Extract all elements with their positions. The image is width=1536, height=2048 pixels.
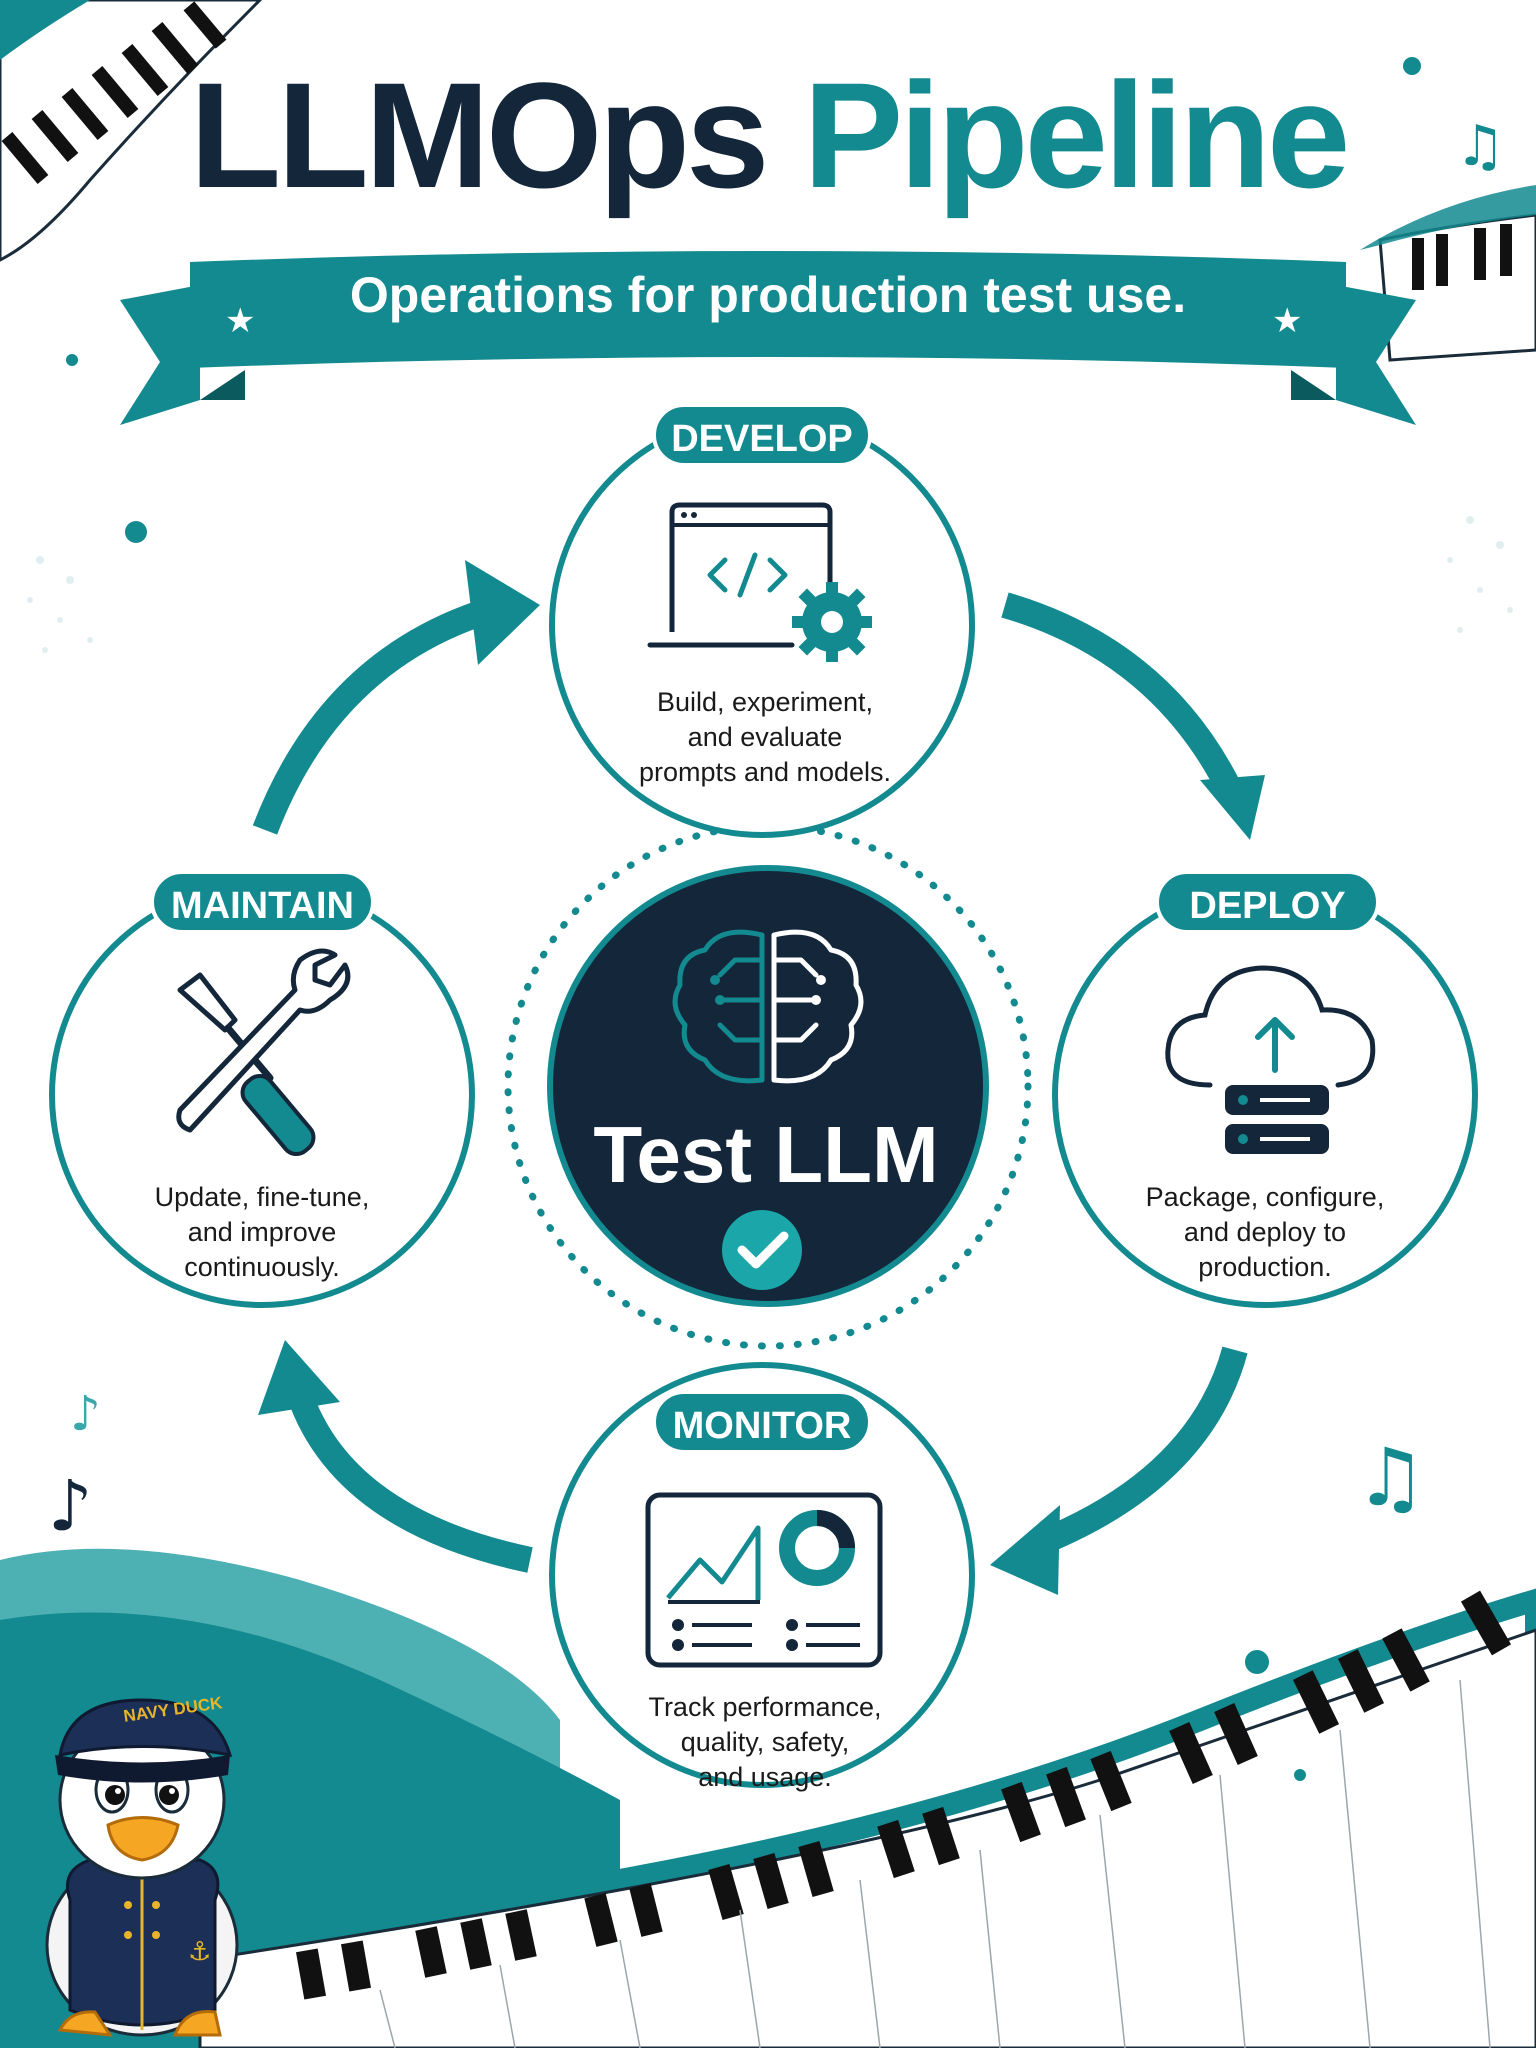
piano-decoration-top-left: ♫: [0, 0, 263, 262]
monitor-circle: [549, 1362, 975, 1788]
arrowhead: [465, 560, 540, 665]
title-part-2: Pipeline: [803, 51, 1350, 219]
piano-key-lines: [379, 1679, 1491, 2048]
code-window-gear-icon: [647, 502, 872, 662]
star-icon: ★: [1272, 302, 1302, 340]
arrow-maintain-to-develop: [252, 597, 494, 835]
decor-dot: [1245, 1650, 1269, 1674]
deploy-description: Package, configure, and deploy to produc…: [1145, 1182, 1385, 1282]
decor-dot: [66, 354, 78, 366]
music-note-icon: ♫: [30, 32, 69, 83]
decor-dot: [1403, 57, 1421, 75]
navy-duck-mascot: ⚓: [45, 1698, 239, 2037]
maintain-label: MAINTAIN: [150, 870, 375, 934]
arrow-develop-to-deploy: [1001, 592, 1242, 796]
music-note-icon: ♫: [1455, 114, 1505, 179]
subtitle: Operations for production test use.: [349, 267, 1187, 323]
arrow-monitor-to-maintain: [285, 1385, 533, 1573]
star-icon: ★: [225, 302, 255, 340]
piano-decoration-top-right: [1360, 185, 1536, 362]
title-part-1: LLMOps: [189, 51, 770, 219]
arrowhead: [990, 1505, 1060, 1595]
dashboard-chart-icon: [645, 1492, 883, 1668]
monitor-description: Track performance, quality, safety, and …: [648, 1692, 882, 1792]
wrench-screwdriver-icon: [176, 948, 351, 1157]
monitor-label: MONITOR: [652, 1390, 872, 1454]
piano-decoration-bottom: [295, 1590, 1512, 2000]
page-title: LLMOps Pipeline: [0, 60, 1536, 210]
deploy-label: DEPLOY: [1155, 870, 1380, 934]
music-note-icon: ♪: [48, 1465, 93, 1547]
brain-circuit-icon: [672, 929, 864, 1084]
music-note-icon: ♫: [1355, 1431, 1427, 1524]
svg-text:⚓: ⚓: [188, 1937, 211, 1967]
subtitle-ribbon: ★ ★: [120, 251, 1416, 425]
cycle-arrows: [252, 592, 1248, 1573]
music-note-icon: ♪: [70, 1386, 101, 1442]
cloud-upload-server-icon: [1165, 965, 1376, 1154]
develop-label: DEVELOP: [652, 403, 872, 467]
center-label: Test LLM: [593, 1110, 939, 1199]
center-node: [547, 865, 989, 1307]
arrow-deploy-to-monitor: [1030, 1346, 1248, 1558]
check-circle-icon: [722, 1210, 802, 1290]
background-dots: [27, 516, 1513, 653]
decor-dot: [1294, 1769, 1306, 1781]
arrowhead: [258, 1340, 340, 1415]
arrowhead: [1200, 775, 1265, 840]
maintain-description: Update, fine-tune, and improve continuou…: [154, 1182, 370, 1282]
develop-description: Build, experiment, and evaluate prompts …: [638, 687, 892, 787]
decor-dot: [125, 521, 147, 543]
